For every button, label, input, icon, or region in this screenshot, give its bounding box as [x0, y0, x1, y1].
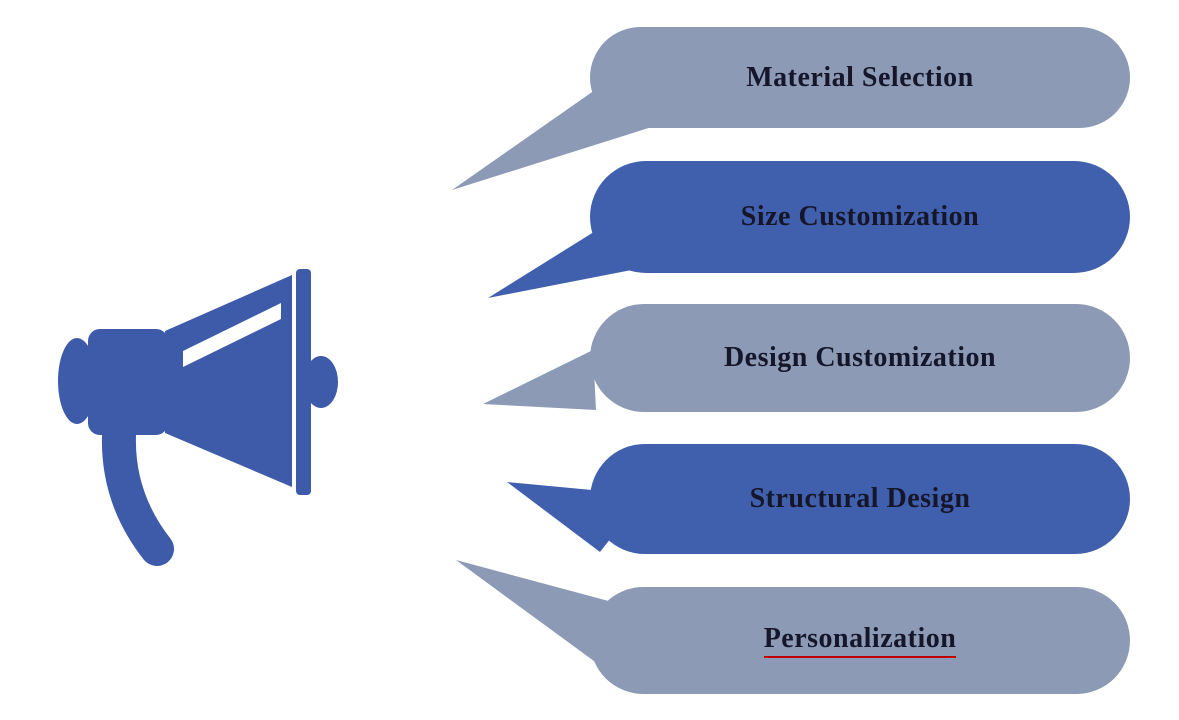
bubble-structural-design: Structural Design [590, 444, 1130, 554]
bubble-personalization: Personalization [590, 587, 1130, 694]
megaphone-shape [58, 269, 338, 566]
bubble-size-customization: Size Customization [590, 161, 1130, 273]
bubble-label: Material Selection [746, 61, 974, 93]
tail-material-selection [452, 90, 655, 190]
bubble-label: Design Customization [723, 342, 997, 373]
bubble-label: Personalization [763, 623, 957, 658]
bubble-material-selection: Material Selection [590, 27, 1130, 128]
bubble-design-customization: Design Customization [590, 304, 1130, 412]
bubble-label: Size Customization [740, 201, 980, 232]
bubble-label: Structural Design [749, 483, 971, 514]
megaphone-icon [55, 263, 355, 573]
tail-design-customization [483, 350, 596, 410]
